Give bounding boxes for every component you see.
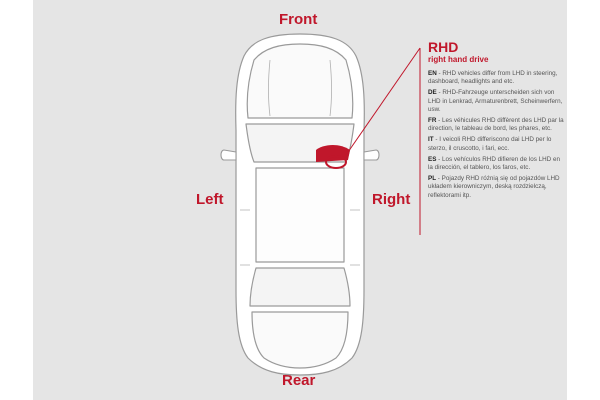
- info-entry-fr: FR - Les véhicules RHD diffèrent des LHD…: [428, 117, 564, 133]
- right-mirror: [363, 149, 380, 161]
- lang-code: EN: [428, 70, 437, 77]
- car-roof: [255, 167, 345, 263]
- steering-wheel-highlight: [316, 145, 350, 169]
- lang-code: FR: [428, 117, 437, 125]
- car-trunk: [251, 311, 349, 369]
- front-label: Front: [279, 11, 318, 28]
- info-entry-pl: PL - Pojazdy RHD różnią się od pojazdów …: [428, 175, 564, 200]
- entry-text: - Pojazdy RHD różnią się od pojazdów LHD…: [428, 175, 560, 199]
- steering-wheel-icon: [325, 155, 347, 169]
- entry-text: - I veicoli RHD differiscono dai LHD per…: [428, 136, 552, 152]
- lang-code: PL: [428, 175, 437, 183]
- entry-text: - Los vehículos RHD difieren de los LHD …: [428, 155, 560, 172]
- info-entry-es: ES - Los vehículos RHD difieren de los L…: [428, 156, 564, 172]
- right-label: Right: [372, 191, 411, 208]
- car-rear-window: [249, 267, 351, 307]
- info-entry-en: EN - RHD vehicles differ from LHD in ste…: [428, 70, 564, 86]
- car-hood: [246, 43, 354, 119]
- rear-label: Rear: [282, 372, 316, 389]
- info-entry-de: DE - RHD-Fahrzeuge unterscheiden sich vo…: [428, 89, 564, 114]
- hood-crease: [268, 59, 332, 117]
- lang-code: DE: [428, 89, 437, 97]
- entry-text: - Les véhicules RHD diffèrent des LHD pa…: [428, 117, 564, 133]
- entry-text: - RHD vehicles differ from LHD in steeri…: [428, 70, 558, 86]
- info-subtitle: right hand drive: [428, 55, 489, 64]
- door-line-right: [350, 209, 360, 266]
- lang-code: ES: [428, 155, 437, 163]
- left-mirror: [220, 149, 237, 161]
- entry-text: - RHD-Fahrzeuge unterscheiden sich von L…: [428, 89, 563, 113]
- info-title: RHD: [428, 39, 459, 55]
- rhd-info-panel: RHD right hand drive EN - RHD vehicles d…: [428, 40, 564, 203]
- lang-code: IT: [428, 136, 434, 144]
- door-line-left: [240, 209, 250, 266]
- callout-line: [345, 47, 421, 156]
- left-label: Left: [196, 191, 224, 208]
- info-entry-it: IT - I veicoli RHD differiscono dai LHD …: [428, 136, 564, 152]
